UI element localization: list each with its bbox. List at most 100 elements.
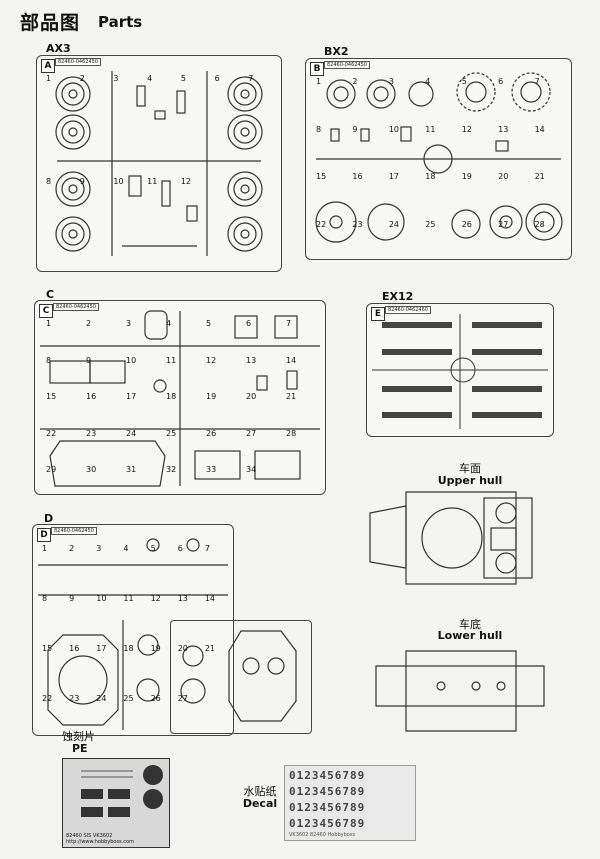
part-number-d: 1 — [42, 544, 48, 553]
part-number-c: 34 — [246, 465, 257, 475]
part-number-bx2: 10 — [388, 124, 400, 134]
upper-hull-drawing — [369, 491, 533, 585]
part-number-c: 13 — [246, 355, 257, 365]
sheet-label-c: C — [46, 288, 55, 301]
pe-footer-url: http://www.hobbyboss.com — [66, 839, 134, 845]
part-number-d: 8 — [42, 594, 48, 603]
part-number-ax3: 12 — [180, 176, 192, 186]
part-number-bx2: 20 — [498, 172, 509, 181]
part-number-c: 18 — [166, 392, 177, 402]
part-number-d: 20 — [177, 644, 188, 653]
part-number-c: 8 — [46, 355, 52, 365]
part-number-ax3: 2 — [79, 74, 85, 83]
sprue-code: 82460-0462460 — [385, 306, 431, 314]
sprue-letter: C — [39, 304, 53, 318]
part-number-d: 4 — [123, 544, 129, 553]
ex12-parts-drawing — [372, 314, 548, 429]
part-number-bx2: 19 — [461, 172, 472, 181]
pe-label: PE — [72, 742, 88, 755]
part-number-c: 1 — [46, 319, 52, 328]
part-number-bx2: 6 — [498, 77, 504, 86]
part-number-d: 19 — [150, 644, 161, 653]
part-number-bx2: 4 — [425, 77, 431, 86]
part-number-d: 14 — [204, 594, 216, 603]
part-number-d: 17 — [96, 644, 107, 653]
page-title-en: Parts — [98, 13, 143, 31]
d-parts-drawing — [38, 538, 228, 730]
part-number-d: 3 — [96, 544, 102, 553]
part-number-bx2: 9 — [352, 124, 358, 134]
part-number-bx2: 18 — [425, 172, 436, 181]
part-number-bx2: 15 — [316, 172, 327, 181]
pe-parts-drawing — [81, 765, 163, 817]
part-number-d: 7 — [204, 544, 210, 553]
part-number-ax3: 3 — [113, 74, 119, 83]
part-number-ax3: 5 — [180, 74, 186, 83]
part-number-ax3: 6 — [214, 74, 220, 83]
part-number-bx2: 22 — [316, 219, 327, 229]
page-title-cn: 部品图 — [20, 12, 81, 34]
part-number-c: 23 — [86, 428, 97, 438]
sprue-code: 82460-0462450 — [324, 61, 370, 69]
c-parts-drawing — [40, 310, 320, 487]
part-number-bx2: 14 — [534, 124, 545, 134]
sheet-label-ex12: EX12 — [382, 290, 414, 303]
part-number-ax3: 4 — [147, 74, 153, 83]
part-number-bx2: 27 — [498, 219, 509, 229]
part-number-d: 24 — [96, 694, 107, 703]
track-links — [382, 322, 542, 418]
part-number-ax3: 11 — [147, 176, 158, 186]
lower-hull-label: Lower hull — [437, 629, 503, 642]
part-number-d: 26 — [150, 694, 161, 703]
decal-digit-row-3: 0123456789 — [289, 801, 366, 814]
sprue-code: 82460-0462450 — [51, 527, 97, 535]
pe-footer-code: 82460 SIS VK3602 — [66, 833, 113, 839]
part-number-d: 27 — [177, 694, 188, 703]
pe-label-cn: 蚀刻片 — [62, 730, 95, 743]
part-number-d: 23 — [69, 694, 80, 703]
part-number-c: 27 — [246, 428, 257, 438]
part-number-c: 16 — [86, 392, 97, 402]
part-number-bx2: 5 — [461, 77, 467, 86]
part-number-d: 5 — [150, 544, 156, 553]
part-number-bx2: 25 — [425, 219, 436, 229]
part-number-c: 14 — [286, 355, 297, 365]
part-number-bx2: 28 — [534, 219, 545, 229]
part-number-c: 17 — [126, 392, 137, 402]
part-number-c: 15 — [46, 392, 57, 402]
part-number-bx2: 13 — [498, 124, 509, 134]
decal-label-cn: 水贴纸 — [243, 785, 277, 798]
pe-footer: 82460 SIS VK3602 http://www.hobbyboss.co… — [66, 833, 134, 845]
lower-hull-drawing — [375, 650, 545, 732]
part-number-c: 2 — [86, 319, 92, 328]
part-number-c: 5 — [206, 319, 212, 328]
part-number-ax3: 10 — [113, 176, 124, 186]
part-number-c: 11 — [166, 355, 177, 365]
part-number-d: 6 — [177, 544, 183, 553]
decal-label: Decal — [242, 797, 278, 810]
part-number-d: 13 — [177, 594, 188, 603]
part-number-bx2: 12 — [461, 124, 472, 134]
sprue-letter: E — [371, 307, 385, 321]
part-number-c: 32 — [166, 465, 177, 475]
part-number-c: 9 — [86, 355, 92, 365]
part-number-d: 15 — [42, 644, 53, 653]
sprue-letter: B — [310, 62, 324, 76]
d-turret-drawing — [180, 630, 297, 722]
part-number-c: 3 — [126, 319, 132, 328]
part-number-ax3: 8 — [46, 176, 52, 186]
sheet-label-ax3: AX3 — [46, 42, 71, 55]
part-number-c: 10 — [126, 355, 137, 365]
part-number-c: 29 — [46, 465, 57, 475]
part-number-d: 16 — [69, 644, 80, 653]
part-number-d: 2 — [69, 544, 75, 553]
sprue-ex12: E 82460-0462460 — [366, 303, 554, 437]
part-number-c: 19 — [206, 392, 217, 402]
part-number-d: 22 — [42, 694, 53, 703]
part-number-c: 12 — [206, 355, 217, 365]
part-number-c: 30 — [86, 465, 97, 475]
part-number-c: 7 — [286, 319, 292, 328]
part-number-c: 6 — [246, 319, 252, 328]
sprue-letter: A — [41, 59, 55, 73]
part-number-d: 11 — [123, 594, 134, 603]
